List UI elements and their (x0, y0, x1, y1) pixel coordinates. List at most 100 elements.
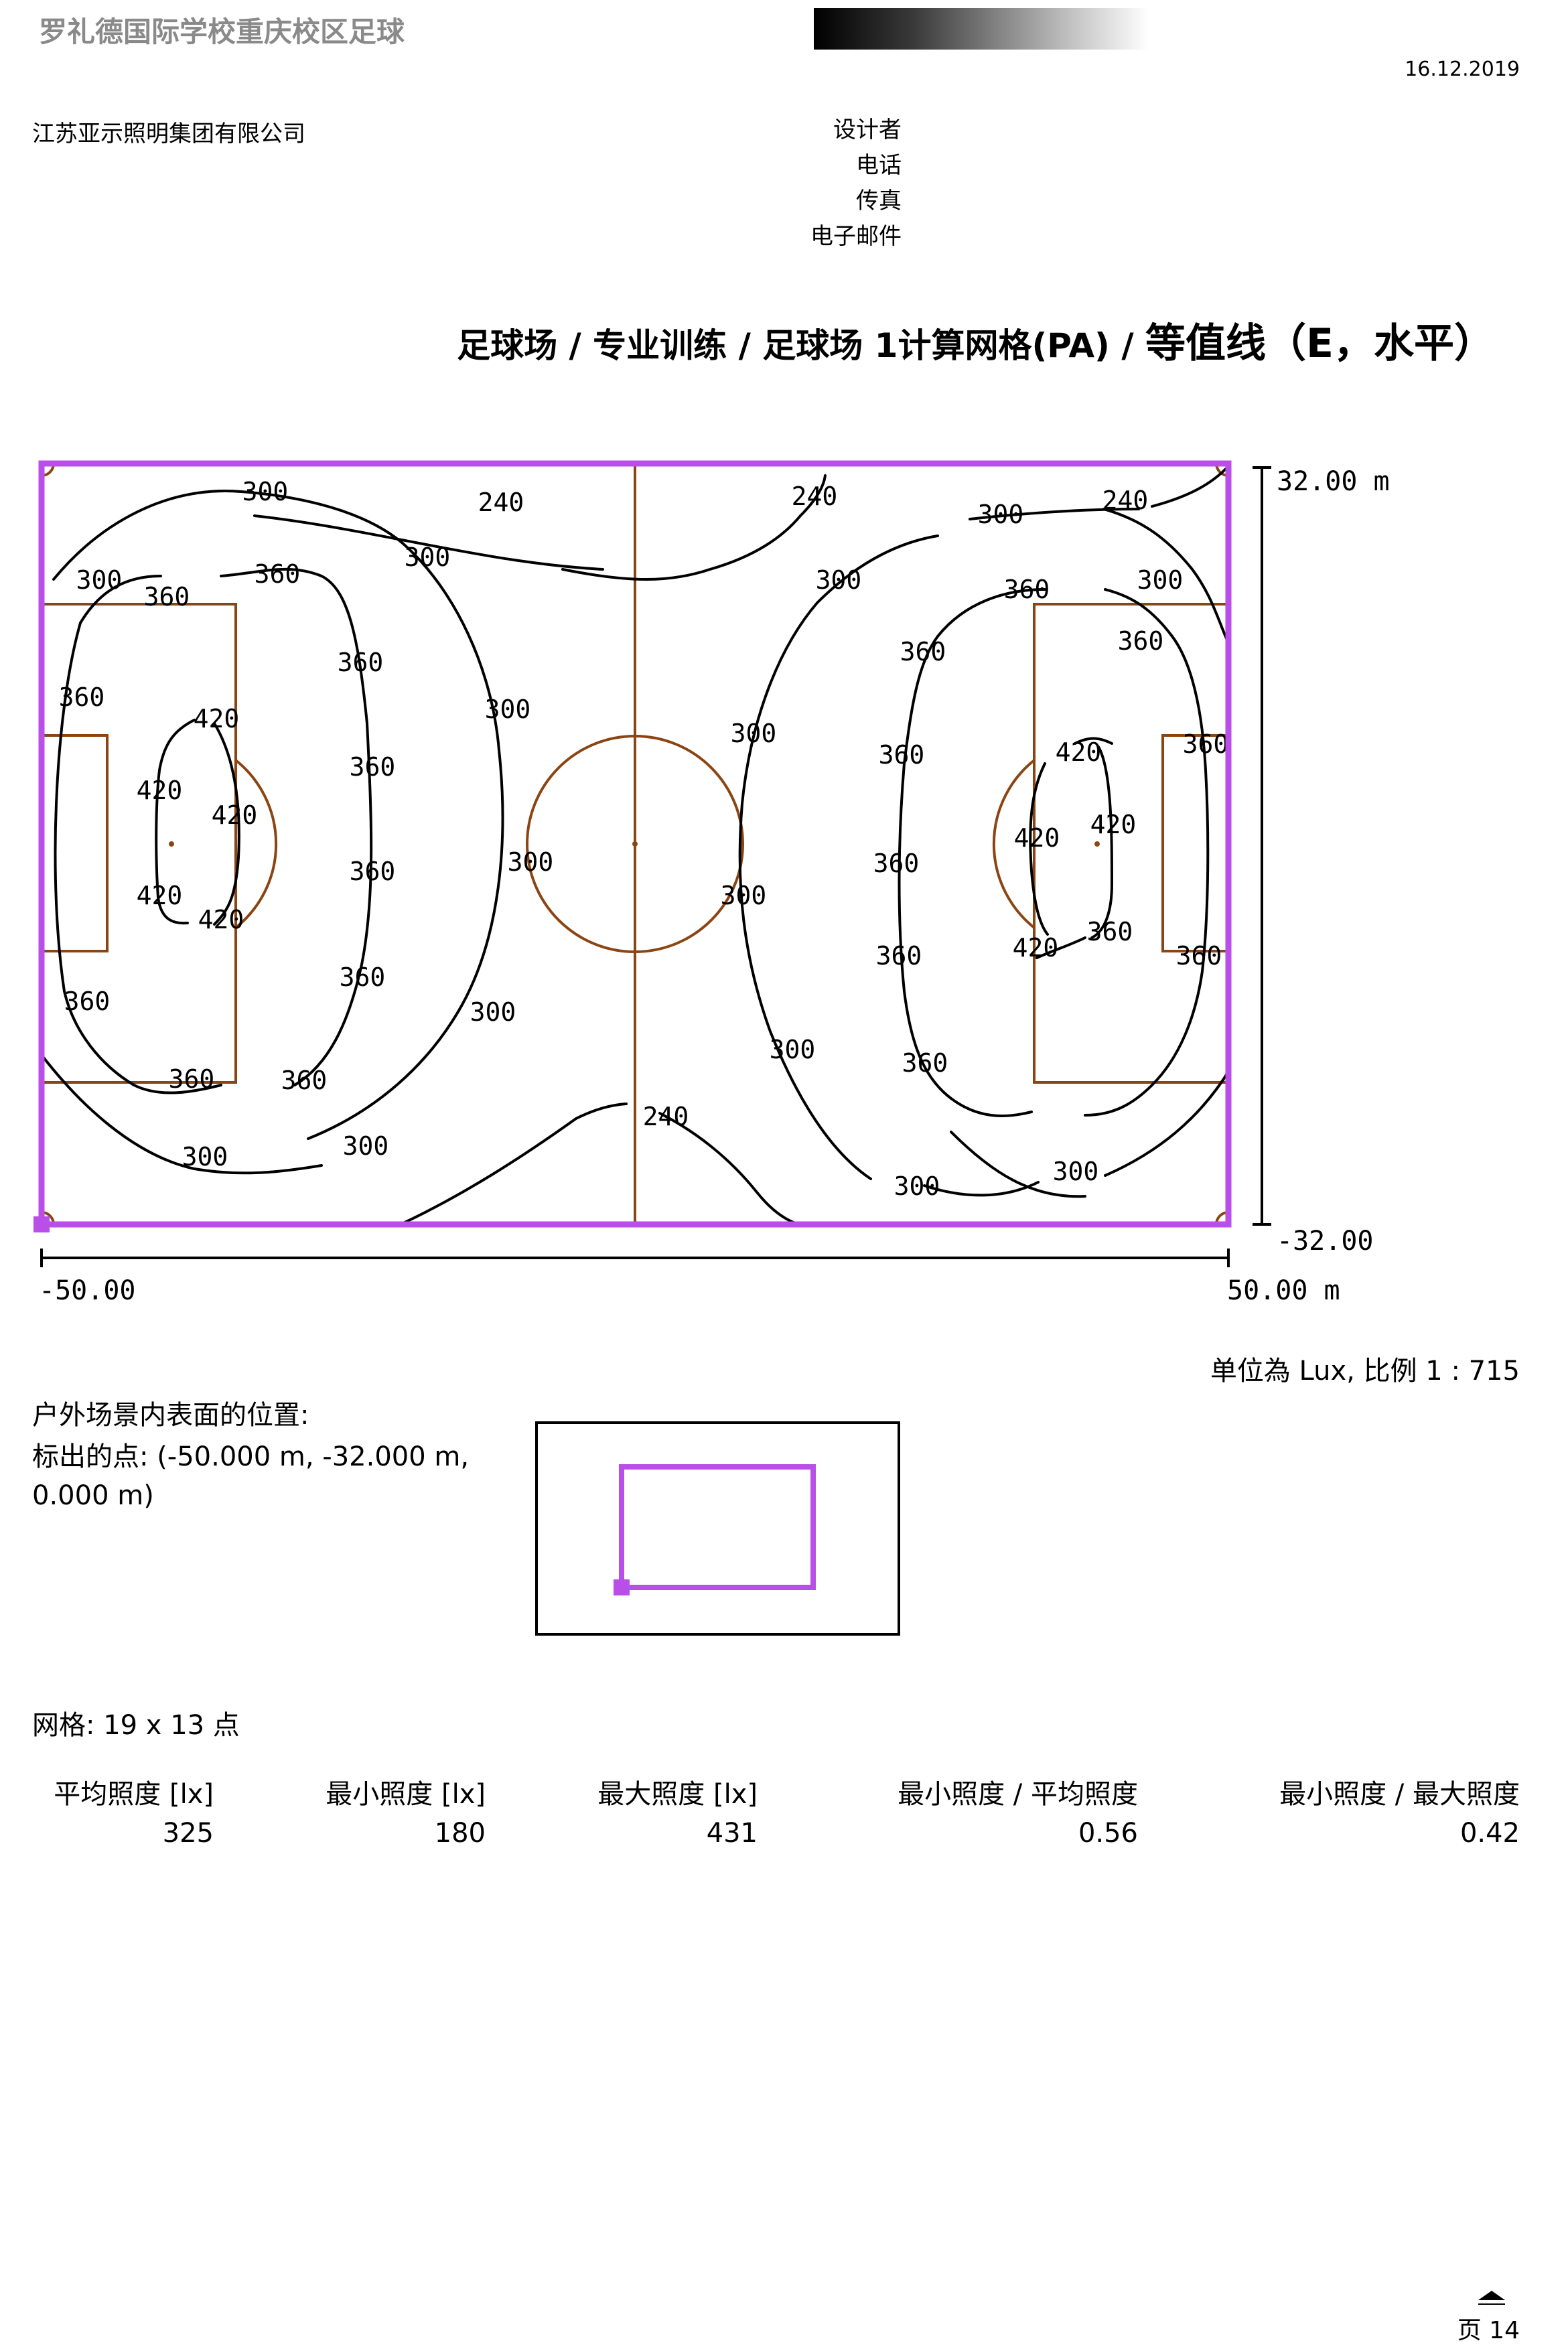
company-name: 江苏亚示照明集团有限公司 (32, 121, 305, 147)
isoline-300-left-outer-top (52, 490, 403, 581)
isoline-label: 360 (1183, 729, 1229, 759)
page-up-triangle (1478, 2291, 1505, 2300)
axis-labels: 32.00 m -32.00 -50.00 50.00 m (39, 466, 1390, 1306)
center-spot (632, 841, 638, 847)
isoline-label: 360 (169, 1064, 215, 1094)
axes (40, 466, 1271, 1267)
stat-label: 最大照度 [lx] (597, 1779, 758, 1810)
isoline-360-left-top (79, 575, 162, 624)
left-penalty-arc (234, 759, 278, 929)
calc-grid-boundary (38, 460, 1232, 1228)
header-gradient-bar (814, 8, 1149, 50)
isoline-label: 300 (816, 565, 862, 595)
isoline-label: 300 (721, 881, 767, 910)
x-axis-right-label: 50.00 m (1227, 1275, 1340, 1306)
minimap-frame (535, 1421, 900, 1636)
isoline-label: 360 (1087, 917, 1133, 946)
isoline-420-left-inner (213, 722, 240, 926)
isoline-label: 300 (76, 565, 123, 595)
location-heading: 户外场景内表面的位置: (32, 1400, 309, 1431)
isoline-label: 360 (281, 1066, 328, 1095)
isoline-label: 420 (1014, 823, 1060, 853)
minimap-origin-marker (614, 1579, 630, 1595)
isoline-label: 360 (1118, 626, 1164, 656)
isoline-label: 300 (508, 847, 554, 877)
stat-label: 平均照度 [lx] (54, 1779, 214, 1810)
contact-phone: 电话 (856, 152, 902, 179)
y-axis-top-label: 32.00 m (1277, 466, 1390, 497)
isoline-420-right-outer (1029, 762, 1049, 936)
isoline-label: 420 (137, 776, 183, 805)
stat-label: 最小照度 / 最大照度 (1279, 1779, 1520, 1810)
isoline-label: 300 (242, 477, 289, 506)
isoline-label: 420 (212, 800, 258, 830)
isoline-label: 360 (255, 559, 301, 589)
field-spots (169, 841, 1100, 847)
x-axis-left-label: -50.00 (39, 1275, 136, 1306)
location-minimap (535, 1421, 900, 1636)
stat-value: 0.56 (1078, 1818, 1138, 1849)
isoline-label: 420 (194, 704, 240, 733)
right-penalty-spot (1094, 841, 1100, 847)
stat-maximum: 最大照度 [lx] 431 (597, 1775, 758, 1853)
isoline-label: 360 (350, 857, 396, 886)
isoline-label: 360 (900, 637, 946, 666)
isoline-label: 240 (1102, 486, 1149, 515)
isoline-label: 300 (894, 1171, 940, 1201)
left-penalty-spot (169, 841, 174, 847)
isoline-label: 360 (902, 1048, 948, 1078)
isoline-label: 420 (1056, 737, 1102, 767)
right-goal-area (1161, 734, 1230, 952)
isoline-label: 240 (643, 1102, 689, 1131)
isoline-label: 360 (350, 752, 396, 782)
stat-value: 180 (434, 1818, 486, 1849)
isoline-label: 360 (1004, 575, 1050, 604)
stat-label: 最小照度 / 平均照度 (898, 1779, 1138, 1810)
location-point: 标出的点: (-50.000 m, -32.000 m, 0.000 m) (32, 1441, 470, 1511)
page-title: 足球场 / 专业训练 / 足球场 1计算网格(PA) / 等值线（E，水平） (457, 311, 1494, 369)
stat-value: 0.42 (1459, 1818, 1520, 1849)
stat-min-max: 最小照度 / 最大照度 0.42 (1279, 1775, 1520, 1853)
contact-block: 设计者 电话 传真 电子邮件 (810, 113, 902, 255)
isoline-label: 300 (485, 695, 531, 724)
isoline-label: 300 (470, 997, 516, 1027)
isoline-label: 300 (1137, 565, 1184, 595)
contact-designer: 设计者 (833, 117, 902, 143)
center-circle (526, 735, 744, 953)
isoline-label: 240 (478, 488, 524, 517)
unit-scale: 单位為 Lux, 比例 1 : 715 (1210, 1356, 1520, 1386)
y-axis-bottom-label: -32.00 (1277, 1226, 1374, 1257)
isoline-label: 360 (1176, 941, 1222, 971)
isoline-label: 360 (873, 849, 920, 878)
isoline-360-left-inner (220, 567, 373, 1086)
isolines (40, 468, 1230, 1225)
isoline-300-left-outer-mid (307, 541, 504, 1140)
stat-value: 325 (162, 1818, 214, 1849)
isoline-240-top-right (969, 508, 1140, 520)
isoline-label: 360 (338, 648, 384, 677)
isoline-420-right-bottom (1036, 936, 1086, 959)
calc-grid-rect (38, 460, 1232, 1228)
isoline-label: 300 (978, 500, 1024, 529)
isoline-label: 300 (343, 1131, 389, 1161)
isoline-label: 300 (182, 1142, 228, 1171)
isoline-420-right-top (1074, 737, 1113, 745)
stat-min-avg: 最小照度 / 平均照度 0.56 (898, 1775, 1138, 1853)
stat-label: 最小照度 [lx] (326, 1779, 486, 1810)
isoline-label: 420 (137, 881, 183, 910)
isoline-label: 360 (59, 683, 105, 712)
isoline-label: 420 (198, 905, 244, 934)
isoline-300-right-bottom (923, 1181, 1040, 1197)
isoline-label: 300 (731, 719, 777, 748)
page-number: 页 14 (1457, 2317, 1520, 2344)
isoline-240-bottom-right-branch (950, 1131, 1086, 1198)
report-date: 16.12.2019 (1405, 58, 1520, 81)
right-penalty-box (1033, 603, 1230, 1084)
grid-points: 网格: 19 x 13 点 (32, 1710, 240, 1741)
right-penalty-arc (992, 759, 1036, 929)
isoline-labels: 300 240 240 300 240 300 360 360 300 300 … (59, 477, 1229, 1201)
stat-minimum: 最小照度 [lx] 180 (326, 1775, 486, 1853)
contact-email: 电子邮件 (810, 223, 902, 250)
isoline-label: 360 (144, 582, 190, 612)
